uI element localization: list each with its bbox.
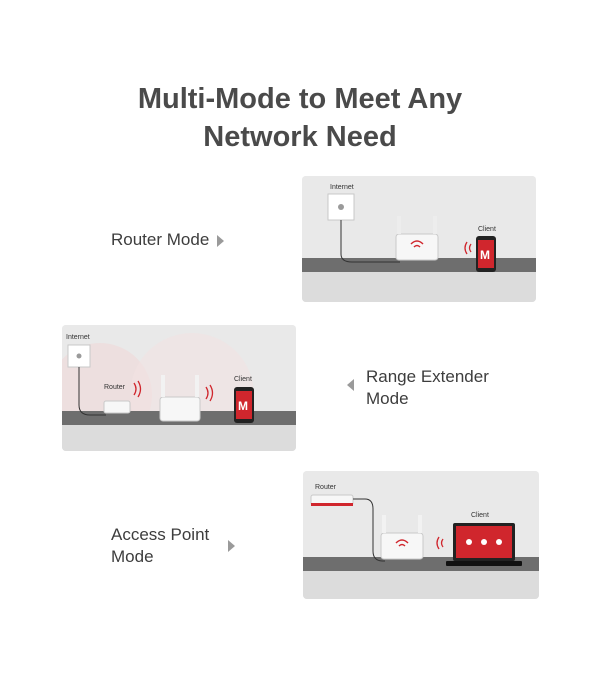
title-line-1: Multi-Mode to Meet Any xyxy=(137,83,463,115)
router-icon xyxy=(103,400,131,414)
phone-icon: M xyxy=(234,387,254,423)
internet-label: Internet xyxy=(330,184,354,191)
extender-icon xyxy=(159,375,201,422)
wifi-waves-icon xyxy=(436,536,444,550)
phone-icon: M xyxy=(476,236,496,272)
access-point-panel: Router Client xyxy=(303,471,539,599)
internet-label: Internet xyxy=(66,334,90,341)
arrow-right-icon xyxy=(228,540,235,552)
arrow-right-icon xyxy=(217,234,225,247)
title-line-2: Network Need xyxy=(203,121,397,153)
router-mode-panel: Internet Client M xyxy=(302,176,536,302)
range-extender-panel: Internet Router Client M xyxy=(62,325,296,451)
access-point-label: Access Point Mode xyxy=(111,525,210,566)
wifi-waves-icon xyxy=(205,384,214,402)
access-point-icon xyxy=(380,515,424,560)
router-mode-label: Router Mode xyxy=(111,229,225,251)
router-label: Router xyxy=(315,484,337,491)
client-label: Client xyxy=(478,226,496,233)
router-icon xyxy=(310,494,354,506)
svg-text:M: M xyxy=(480,248,490,262)
wifi-waves-icon xyxy=(133,380,142,398)
router-icon xyxy=(395,216,439,261)
router-label: Router xyxy=(104,384,126,391)
client-label: Client xyxy=(471,512,489,519)
client-label: Client xyxy=(234,376,252,383)
laptop-icon xyxy=(446,523,522,566)
wifi-waves-icon xyxy=(464,241,472,255)
arrow-left-icon xyxy=(347,379,354,391)
page-title: Multi-Mode to Meet Any Network Need xyxy=(0,80,600,156)
range-extender-label: Range Extender Mode xyxy=(366,367,489,408)
svg-text:M: M xyxy=(238,399,248,413)
